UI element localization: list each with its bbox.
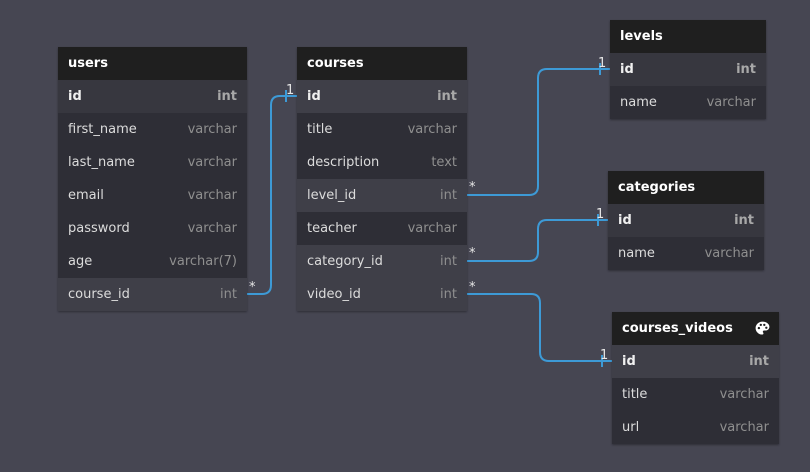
cardinality-many: * — [249, 280, 256, 295]
table-categories[interactable]: categories id int name varchar — [608, 171, 764, 270]
column-type: varchar — [187, 155, 237, 170]
table-row[interactable]: name varchar — [608, 237, 764, 270]
table-row[interactable]: teacher varchar — [297, 212, 467, 245]
cardinality-one: 1 — [596, 207, 604, 222]
relation-courses-categories[interactable]: * 1 — [467, 207, 608, 262]
column-name: id — [618, 213, 632, 228]
column-type: varchar — [719, 387, 769, 402]
table-row[interactable]: id int — [608, 204, 764, 237]
column-name: category_id — [307, 254, 383, 269]
relation-courses-videos[interactable]: * 1 — [467, 280, 612, 367]
table-row[interactable]: level_id int — [297, 179, 467, 212]
column-name: name — [618, 246, 655, 261]
column-name: description — [307, 155, 380, 170]
table-levels[interactable]: levels id int name varchar — [610, 20, 766, 119]
table-row[interactable]: id int — [297, 80, 467, 113]
table-row[interactable]: email varchar — [58, 179, 247, 212]
column-type: varchar — [719, 420, 769, 435]
column-name: id — [622, 354, 636, 369]
table-row[interactable]: password varchar — [58, 212, 247, 245]
column-name: name — [620, 95, 657, 110]
table-row[interactable]: first_name varchar — [58, 113, 247, 146]
column-type: varchar — [407, 221, 457, 236]
column-type: varchar — [706, 95, 756, 110]
column-name: id — [68, 89, 82, 104]
column-name: email — [68, 188, 104, 203]
column-type: varchar — [187, 221, 237, 236]
table-title[interactable]: levels — [610, 20, 766, 53]
column-name: first_name — [68, 122, 137, 137]
cardinality-one: 1 — [598, 56, 606, 71]
table-row[interactable]: description text — [297, 146, 467, 179]
column-name: title — [622, 387, 648, 402]
column-name: id — [620, 62, 634, 77]
table-title[interactable]: courses_videos — [612, 312, 779, 345]
table-row[interactable]: title varchar — [297, 113, 467, 146]
cardinality-one: 1 — [286, 83, 294, 98]
cardinality-many: * — [469, 280, 476, 295]
table-title[interactable]: courses — [297, 47, 467, 80]
table-courses[interactable]: courses id int title varchar description te… — [297, 47, 467, 311]
relation-users-courses[interactable]: * 1 — [247, 83, 297, 295]
table-row[interactable]: age varchar(7) — [58, 245, 247, 278]
table-row[interactable]: id int — [58, 80, 247, 113]
table-row[interactable]: id int — [612, 345, 779, 378]
cardinality-many: * — [469, 246, 476, 261]
column-type: int — [440, 188, 457, 203]
table-title[interactable]: users — [58, 47, 247, 80]
cardinality-one: 1 — [600, 348, 608, 363]
column-type: varchar — [407, 122, 457, 137]
palette-icon[interactable] — [754, 320, 771, 337]
column-name: url — [622, 420, 640, 435]
column-type: int — [220, 287, 237, 302]
table-row[interactable]: url varchar — [612, 411, 779, 444]
table-row[interactable]: last_name varchar — [58, 146, 247, 179]
column-type: text — [431, 155, 457, 170]
table-title[interactable]: categories — [608, 171, 764, 204]
table-row[interactable]: video_id int — [297, 278, 467, 311]
column-type: varchar — [187, 188, 237, 203]
column-name: teacher — [307, 221, 357, 236]
column-type: varchar — [704, 246, 754, 261]
column-type: int — [736, 62, 756, 77]
column-name: password — [68, 221, 130, 236]
relation-courses-levels[interactable]: * 1 — [467, 56, 610, 196]
column-name: course_id — [68, 287, 130, 302]
column-type: int — [749, 354, 769, 369]
column-name: last_name — [68, 155, 135, 170]
column-type: varchar — [187, 122, 237, 137]
column-name: title — [307, 122, 333, 137]
column-type: int — [217, 89, 237, 104]
table-row[interactable]: course_id int — [58, 278, 247, 311]
cardinality-many: * — [469, 180, 476, 195]
column-type: varchar(7) — [169, 254, 237, 269]
column-name: age — [68, 254, 93, 269]
table-title-text: courses_videos — [622, 321, 733, 336]
column-type: int — [734, 213, 754, 228]
column-type: int — [437, 89, 457, 104]
column-type: int — [440, 254, 457, 269]
table-row[interactable]: category_id int — [297, 245, 467, 278]
table-row[interactable]: title varchar — [612, 378, 779, 411]
table-row[interactable]: name varchar — [610, 86, 766, 119]
column-type: int — [440, 287, 457, 302]
table-courses-videos[interactable]: courses_videos id int title varchar url var… — [612, 312, 779, 444]
column-name: level_id — [307, 188, 357, 203]
table-row[interactable]: id int — [610, 53, 766, 86]
column-name: video_id — [307, 287, 361, 302]
column-name: id — [307, 89, 321, 104]
